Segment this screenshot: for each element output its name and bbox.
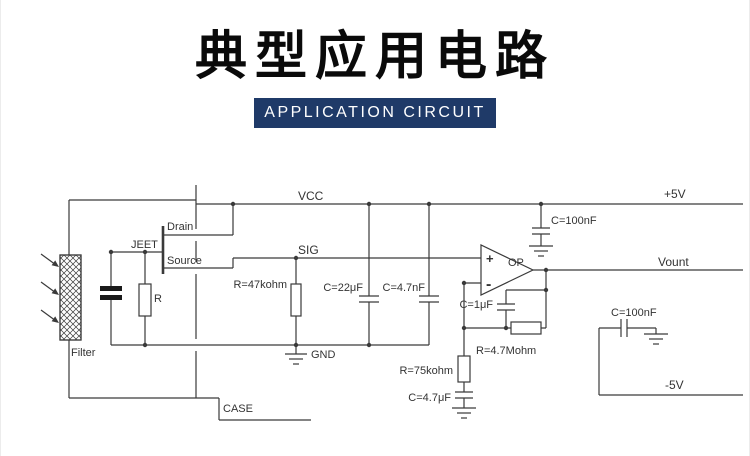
negative-supply: C=100nF -5V (598, 307, 743, 396)
resistor-r47k: R=47kohm (233, 258, 302, 345)
c47uf-label: C=4.7μF (408, 392, 451, 404)
filter-hatch (59, 254, 82, 341)
source-label: Source (167, 255, 202, 267)
vcc-label: VCC (298, 189, 324, 203)
vout-label: Vount (658, 255, 689, 269)
infrared-arrows-icon (40, 253, 59, 323)
r47m-label: R=4.7Mohm (476, 345, 536, 357)
case-label: CASE (223, 403, 253, 415)
gnd-label: GND (311, 349, 336, 361)
cap-c22uf: C=22μF (323, 204, 379, 345)
opamp-label: OP (508, 257, 524, 269)
ground-symbol (452, 407, 476, 419)
c100nf-top-label: C=100nF (551, 215, 597, 227)
junction-dots (108, 201, 549, 348)
plus5v-label: +5V (664, 187, 686, 201)
c47nf-label: C=4.7nF (383, 282, 426, 294)
subtitle-text: APPLICATION CIRCUIT (264, 104, 486, 121)
cap-c47nf: C=4.7nF (383, 204, 439, 345)
opamp-plus-input: + (486, 251, 494, 266)
subtitle-banner: APPLICATION CIRCUIT (254, 98, 496, 128)
filter-window: Filter (59, 254, 96, 359)
opamp-minus-input: - (486, 276, 491, 293)
ground-symbol (644, 333, 668, 345)
filter-label: Filter (71, 347, 96, 359)
pyro-element (100, 252, 122, 345)
feedback-network: C=1μF R=4.7Mohm (459, 270, 547, 357)
c100nf-bottom-label: C=100nF (611, 307, 657, 319)
gate-resistor: R (138, 252, 162, 345)
sig-line: SIG (233, 243, 481, 259)
ground-symbol (285, 345, 307, 365)
cap-c100nf-top: C=100nF (529, 204, 597, 257)
sensor-package: CASE (68, 185, 311, 421)
gain-network: R=75kohm C=4.7μF (399, 283, 476, 419)
c1uf-label: C=1μF (459, 299, 493, 311)
jfet-label: JEET (131, 239, 158, 251)
ground-rail: GND (111, 344, 429, 365)
opamp: + - OP Vount (464, 244, 743, 296)
ground-symbol (529, 245, 553, 257)
c22uf-label: C=22μF (323, 282, 363, 294)
page-header: 典型应用电路 APPLICATION CIRCUIT (1, 0, 749, 156)
vcc-rail: VCC +5V (196, 187, 743, 205)
sig-label: SIG (298, 243, 319, 257)
drain-label: Drain (167, 221, 193, 233)
r47k-label: R=47kohm (233, 279, 287, 291)
r75k-label: R=75kohm (399, 365, 453, 377)
page-title: 典型应用电路 (194, 28, 555, 86)
circuit-diagram: CASE Filter VCC + (40, 185, 743, 421)
jfet: Drain Source JEET (111, 204, 234, 274)
gate-resistor-label: R (154, 293, 162, 305)
minus5v-label: -5V (665, 378, 684, 392)
